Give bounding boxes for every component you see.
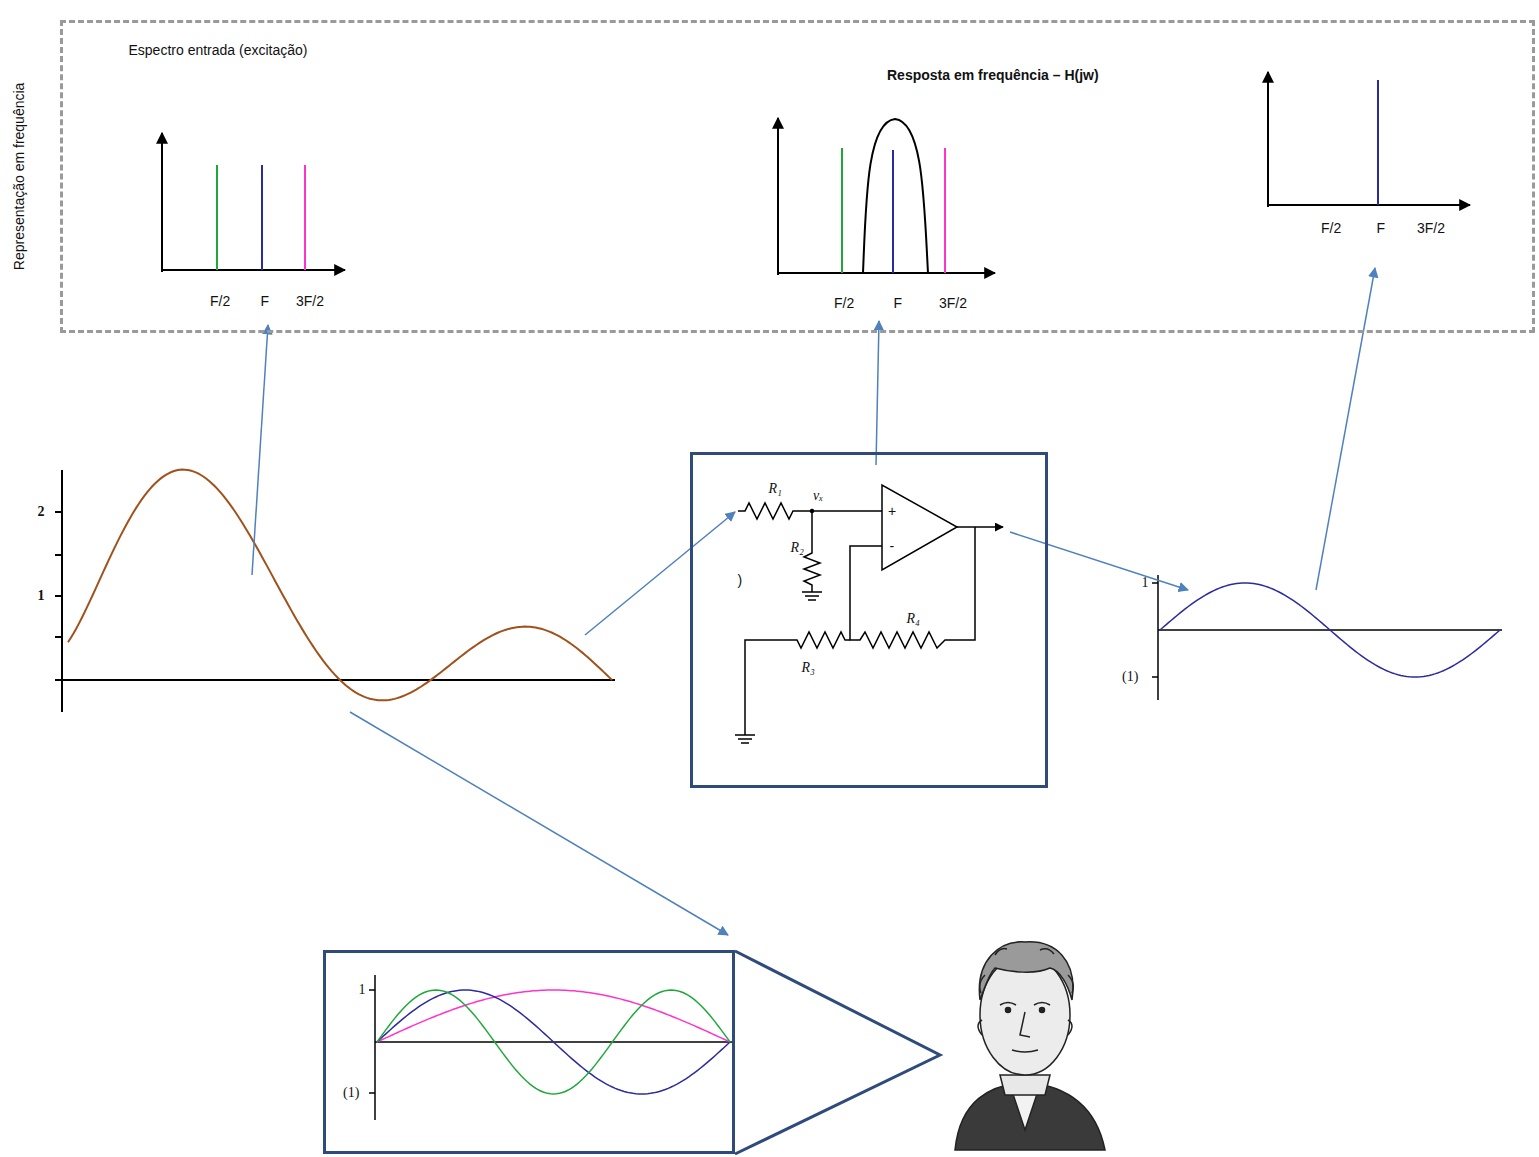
arrow-connector — [1316, 268, 1375, 590]
amplifier-circuit — [735, 485, 1003, 743]
arrow-connector — [350, 712, 728, 935]
resistor-symbol — [745, 632, 850, 735]
mark: ) — [738, 572, 743, 589]
components-box: 1 (1) — [323, 950, 735, 1154]
axis-label: F/2 — [210, 293, 230, 310]
arrow-connector — [585, 512, 735, 635]
axis-label: 3F/2 — [296, 293, 324, 310]
axis-label: F/2 — [834, 295, 854, 312]
spectrum-plot: F/2 F 3F/2 — [1253, 68, 1493, 248]
input-spectrum-plot — [162, 133, 345, 272]
callout-bracket — [735, 951, 940, 1154]
axis-label: (1) — [343, 1085, 359, 1102]
axis-label: F — [261, 293, 270, 310]
portrait-sketch — [955, 942, 1105, 1150]
circuit-box: R₁ vₓR₂ + - R₄ R₃) — [690, 452, 1048, 788]
pin-label: - — [890, 538, 895, 555]
opamp-symbol — [882, 485, 957, 570]
resistor-symbol — [738, 503, 882, 519]
chart-title: Resposta em frequência – H(jw) — [887, 67, 1099, 84]
axis-label: F/2 — [1321, 220, 1341, 237]
output-waveform — [1152, 575, 1502, 700]
component-label: R₄ — [907, 611, 920, 628]
axis-label: 1 — [38, 588, 45, 605]
waveform-plot: 21 — [30, 462, 625, 717]
pin-label: + — [888, 503, 896, 520]
arrow-connector — [876, 321, 879, 465]
output-spectrum-plot — [1268, 72, 1470, 207]
axis-label: 1 — [359, 982, 366, 999]
axis-label: 2 — [38, 504, 45, 521]
ground-symbol — [735, 735, 755, 743]
component-label: R₃ — [802, 660, 815, 677]
waveform-plot: 1 (1) — [1110, 570, 1510, 690]
axis-label: F — [894, 295, 903, 312]
chart-title: Espectro entrada (excitação) — [128, 42, 308, 59]
axis-label: 3F/2 — [1417, 220, 1445, 237]
axis-label: 3F/2 — [939, 295, 967, 312]
spectrum-plot: Espectro entrada (excitação)F/2F3F/2 — [133, 28, 373, 318]
axis-label: 1 — [1142, 575, 1149, 592]
resistor-symbol — [804, 511, 820, 592]
resistor-symbol — [850, 527, 975, 648]
input-waveform — [55, 470, 615, 712]
frequency-region: Representação em frequênciaEspectro entr… — [60, 20, 1535, 333]
arrow-connector — [1010, 532, 1188, 590]
response-plot: Resposta em frequência – H(jw) F/2 F 3F/2 — [763, 63, 1183, 323]
node-label: vₓ — [813, 488, 823, 505]
component-label: R₂ — [791, 540, 804, 557]
fourier-components-plot — [369, 975, 732, 1120]
component-label: R₁ — [769, 481, 782, 498]
axis-title: Representação em frequência — [11, 82, 28, 270]
axis-label: F — [1377, 220, 1386, 237]
axis-label: (1) — [1122, 669, 1138, 686]
frequency-response-plot — [778, 118, 995, 275]
arrow-connector — [252, 325, 268, 575]
ground-symbol — [802, 592, 822, 600]
